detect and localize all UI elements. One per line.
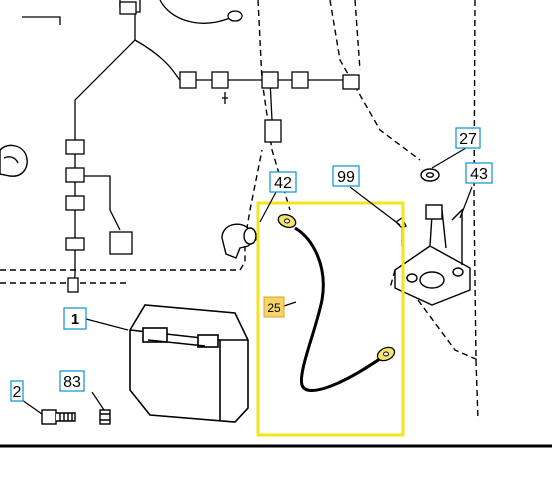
- callout-25: 25: [263, 296, 285, 318]
- callout-43: 43: [465, 162, 493, 184]
- callout-label-nut: 83: [63, 374, 81, 391]
- bolt: [41, 409, 76, 425]
- callout-83: 83: [59, 370, 85, 392]
- callout-99: 99: [332, 165, 360, 187]
- callout-label-bolt: 2: [13, 384, 22, 401]
- callout-2: 2: [10, 380, 24, 402]
- highlight-frame: [256, 201, 405, 437]
- callout-label-clip: 42: [274, 175, 292, 192]
- battery-cable: [277, 213, 396, 393]
- leader-lines: [21, 147, 473, 415]
- cable-clip: [221, 223, 260, 259]
- callout-label-washer: 27: [459, 131, 477, 148]
- callout-label-cable: 25: [267, 301, 281, 315]
- nut: [99, 409, 111, 425]
- grommet: [0, 144, 28, 177]
- solenoid: [394, 204, 471, 306]
- callout-label-screw: 99: [337, 169, 355, 186]
- callout-label-battery: 1: [71, 311, 79, 328]
- harness-connectors: [65, 1, 360, 293]
- washer: [420, 168, 440, 182]
- callout-label-solenoid: 43: [470, 166, 488, 183]
- battery: [129, 304, 249, 423]
- callout-42: 42: [269, 171, 297, 193]
- callout-1: 1: [63, 307, 87, 330]
- callout-27: 27: [455, 127, 481, 149]
